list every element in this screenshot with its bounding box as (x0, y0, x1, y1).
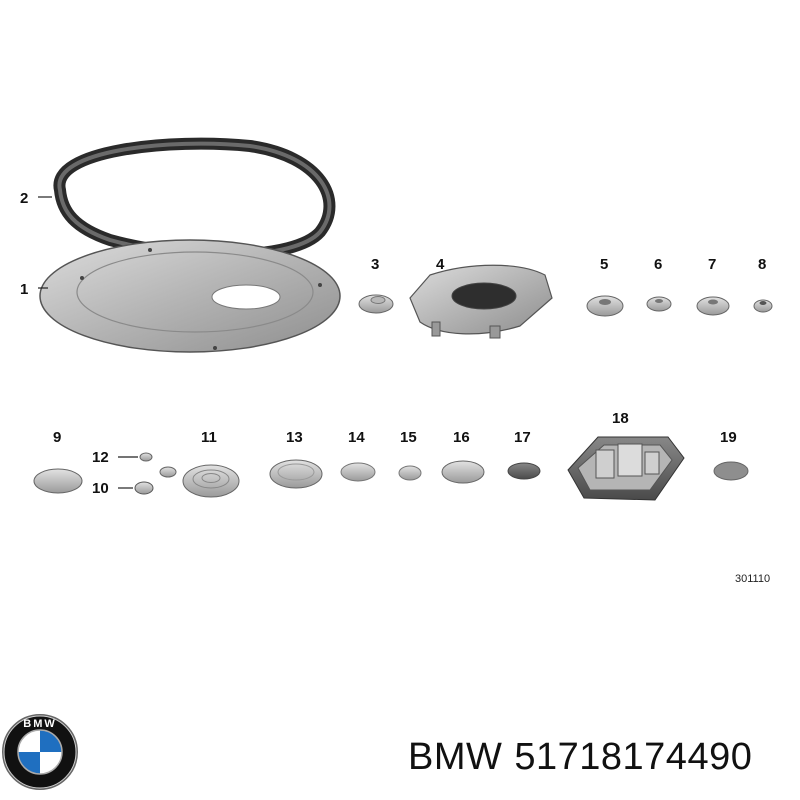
part-12-plug (139, 452, 153, 462)
part-caption: BMW 51718174490 (408, 736, 788, 786)
callout-1: 1 (20, 281, 28, 298)
logo-text: BMW (23, 718, 57, 730)
callout-18: 18 (612, 410, 629, 427)
part-4-plate (409, 264, 553, 339)
callout-14: 14 (348, 429, 365, 446)
callout-6: 6 (654, 256, 662, 273)
part-2-gasket (53, 137, 336, 261)
part-5-grommet (586, 295, 624, 317)
part-16-plug (441, 460, 485, 484)
part-14-plug (340, 462, 376, 482)
callout-8: 8 (758, 256, 766, 273)
part-7-grommet (696, 296, 730, 316)
drawing-number: 301110 (735, 573, 770, 585)
part-19-pad (713, 461, 749, 481)
part-15-plug (398, 465, 422, 481)
callout-16: 16 (453, 429, 470, 446)
part-9-plug (33, 468, 83, 494)
part-11-plug (182, 464, 240, 498)
part-10-plug (134, 466, 177, 495)
part-3-grommet (358, 294, 394, 314)
callout-10: 10 (92, 480, 109, 497)
callout-9: 9 (53, 429, 61, 446)
callout-19: 19 (720, 429, 737, 446)
callout-15: 15 (400, 429, 417, 446)
callout-13: 13 (286, 429, 303, 446)
bmw-logo: BMW (2, 714, 78, 790)
part-17-grommet (507, 462, 541, 480)
part-13-plug (269, 459, 323, 489)
callout-5: 5 (600, 256, 608, 273)
caption-part-number: 51718174490 (514, 736, 753, 778)
leader-lines (38, 196, 138, 489)
part-1-cover-plate (39, 239, 341, 353)
part-6-grommet (646, 296, 672, 312)
caption-brand: BMW (408, 736, 503, 778)
part-18-connector-housing (567, 436, 685, 501)
callout-12: 12 (92, 449, 109, 466)
callout-4: 4 (436, 256, 445, 273)
part-8-grommet (753, 299, 773, 313)
callout-17: 17 (514, 429, 531, 446)
callout-2: 2 (20, 190, 28, 207)
callout-7: 7 (708, 256, 716, 273)
callout-3: 3 (371, 256, 379, 273)
callout-11: 11 (201, 429, 217, 446)
